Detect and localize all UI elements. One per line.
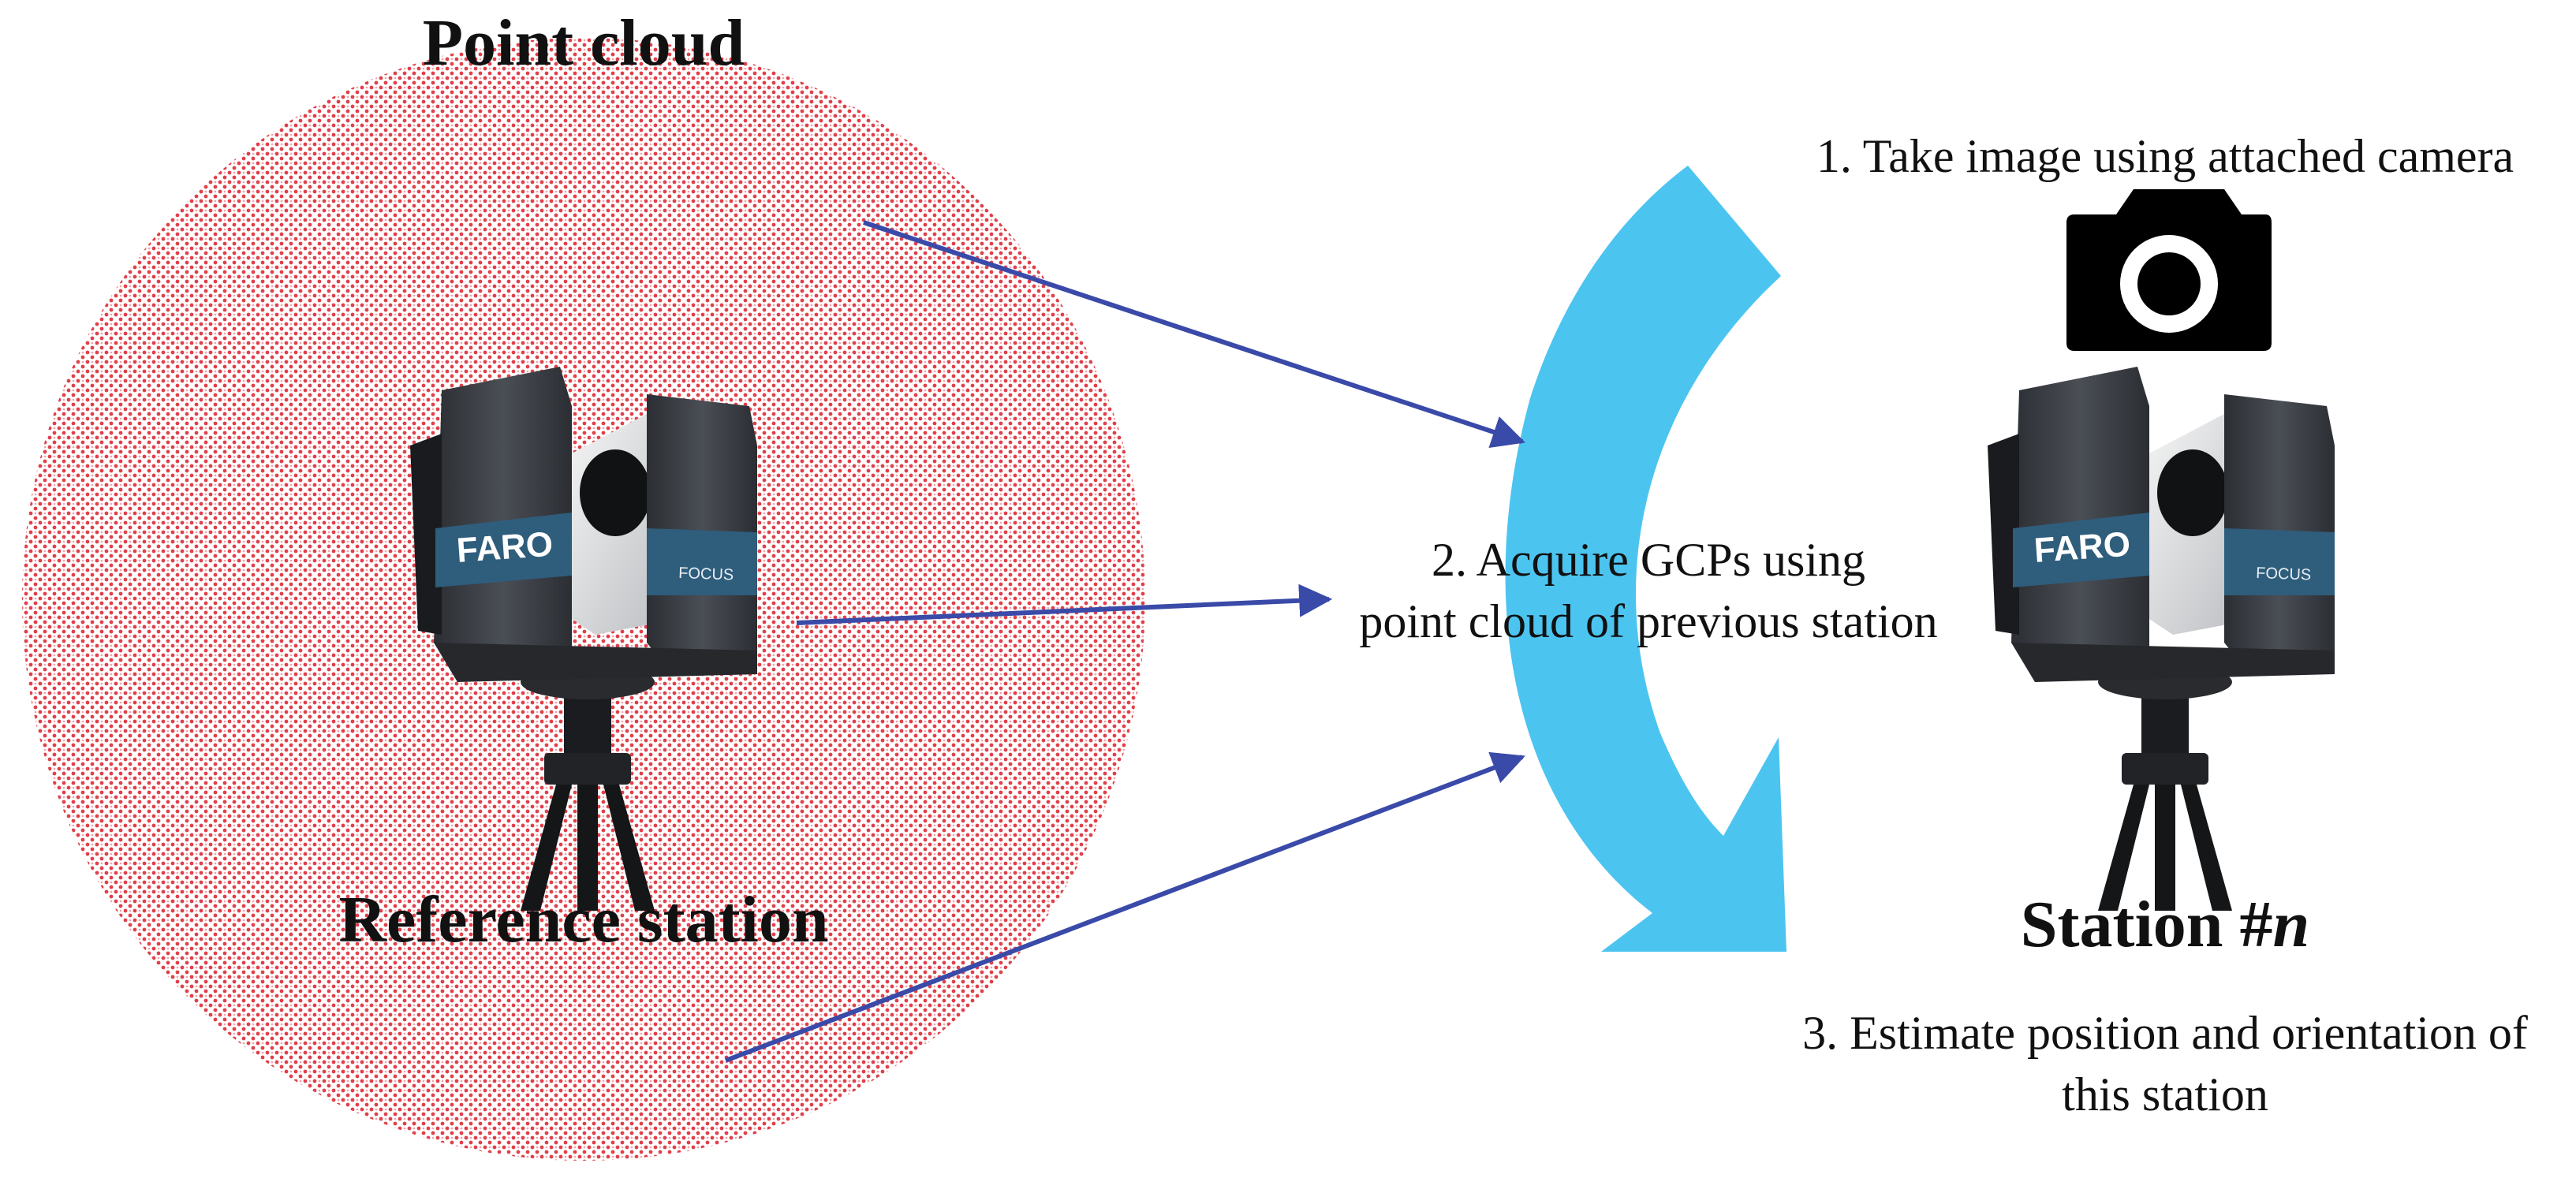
station-n-title: Station #n <box>2021 888 2309 961</box>
reference-scanner: FARO FOCUS <box>410 367 757 911</box>
point-cloud-title: Point cloud <box>423 6 745 80</box>
station-n-prefix: Station # <box>2021 888 2273 961</box>
step2-label-line1: 2. Acquire GCPs using <box>1432 534 1865 586</box>
station-n-variable: n <box>2273 888 2310 961</box>
camera-icon <box>2066 189 2272 351</box>
step1-label: 1. Take image using attached camera <box>1816 130 2514 182</box>
reference-station-title: Reference station <box>338 883 828 956</box>
reference-scanner-model: FOCUS <box>678 565 734 583</box>
step2-label-line2: point cloud of previous station <box>1359 595 1937 647</box>
curved-process-arrow <box>1505 166 1786 952</box>
connector-arrow-top <box>863 220 1525 448</box>
step3-label-line1: 3. Estimate position and orientation of <box>1802 1007 2528 1059</box>
station-scanner-model: FOCUS <box>2256 565 2312 583</box>
connector-arrow-bottom <box>724 751 1525 1063</box>
step3-label-line2: this station <box>2062 1068 2268 1120</box>
station-n-scanner: FARO FOCUS <box>1988 367 2335 911</box>
reference-scanner-brand: FARO <box>455 525 554 570</box>
connector-arrow-middle <box>796 583 1333 625</box>
station-scanner-brand: FARO <box>2033 525 2131 570</box>
